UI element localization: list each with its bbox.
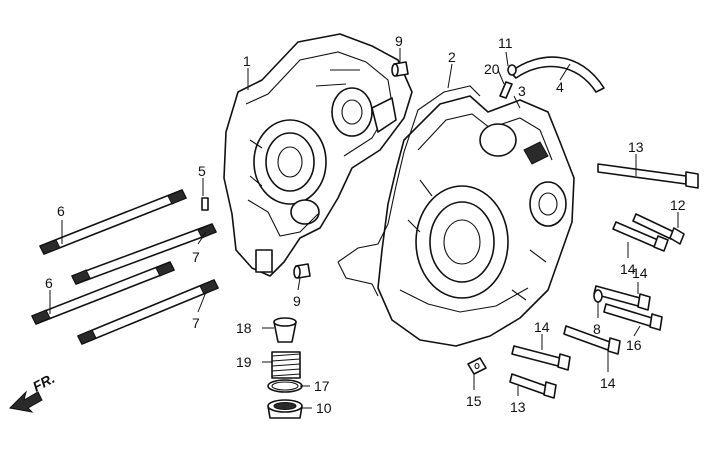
callout-13-bottom: 13 [510, 399, 526, 415]
bolt-14-c [563, 325, 621, 355]
callout-6-upper: 6 [57, 203, 65, 219]
callout-11: 11 [498, 35, 513, 51]
callout-3: 3 [518, 83, 526, 99]
small-dowel-8 [593, 289, 603, 303]
hose-clamp [499, 81, 513, 99]
stud-bolt-upper-6 [39, 189, 187, 255]
callout-7-lower: 7 [192, 315, 200, 331]
o-ring-17 [267, 379, 303, 393]
bolt-14-d [511, 345, 571, 371]
dowel-pin-bottom [293, 263, 311, 279]
callout-14-c: 14 [600, 375, 616, 391]
callout-14-d: 14 [534, 319, 550, 335]
stud-bolt-upper-7 [71, 223, 217, 285]
crankcase-gasket [337, 85, 481, 297]
bolt-16 [603, 303, 663, 331]
bolt-13-bottom [509, 373, 557, 399]
callout-9-top: 9 [395, 33, 403, 49]
callout-5: 5 [198, 163, 206, 179]
stud-bolt-lower-6 [31, 261, 175, 325]
callout-18: 18 [236, 320, 252, 336]
callout-12: 12 [670, 197, 686, 213]
breather-tube [507, 56, 605, 93]
callout-6-lower: 6 [45, 275, 53, 291]
right-crankcase-half [377, 95, 575, 347]
callout-4: 4 [556, 79, 564, 95]
callout-15: 15 [466, 393, 482, 409]
callout-14-a: 14 [620, 261, 636, 277]
filter-cap-18 [273, 317, 297, 343]
stud-bolt-lower-7 [77, 279, 219, 345]
callout-20: 20 [484, 61, 500, 77]
leader-lines [49, 48, 679, 409]
callout-16: 16 [626, 337, 642, 353]
callout-9-bottom: 9 [293, 293, 301, 309]
small-pin [201, 197, 209, 211]
callout-19: 19 [236, 354, 252, 370]
front-direction-label: FR. [30, 370, 57, 395]
left-crankcase-half [223, 33, 413, 277]
callout-13-top: 13 [628, 139, 644, 155]
dowel-pin-top [391, 61, 409, 77]
callout-14-b: 14 [632, 265, 648, 281]
callout-1: 1 [243, 53, 251, 69]
spring-19 [271, 351, 301, 379]
callout-17: 17 [314, 378, 330, 394]
front-direction-arrow [8, 390, 43, 413]
callout-8: 8 [593, 321, 601, 337]
callout-2: 2 [448, 49, 456, 65]
bolt-13-top [597, 163, 699, 189]
callout-10: 10 [316, 400, 332, 416]
bracket-15 [467, 357, 487, 375]
bolt-12 [632, 213, 685, 245]
bolt-14-a [612, 221, 669, 252]
callout-7-upper: 7 [192, 249, 200, 265]
filter-cup-10 [267, 399, 303, 419]
